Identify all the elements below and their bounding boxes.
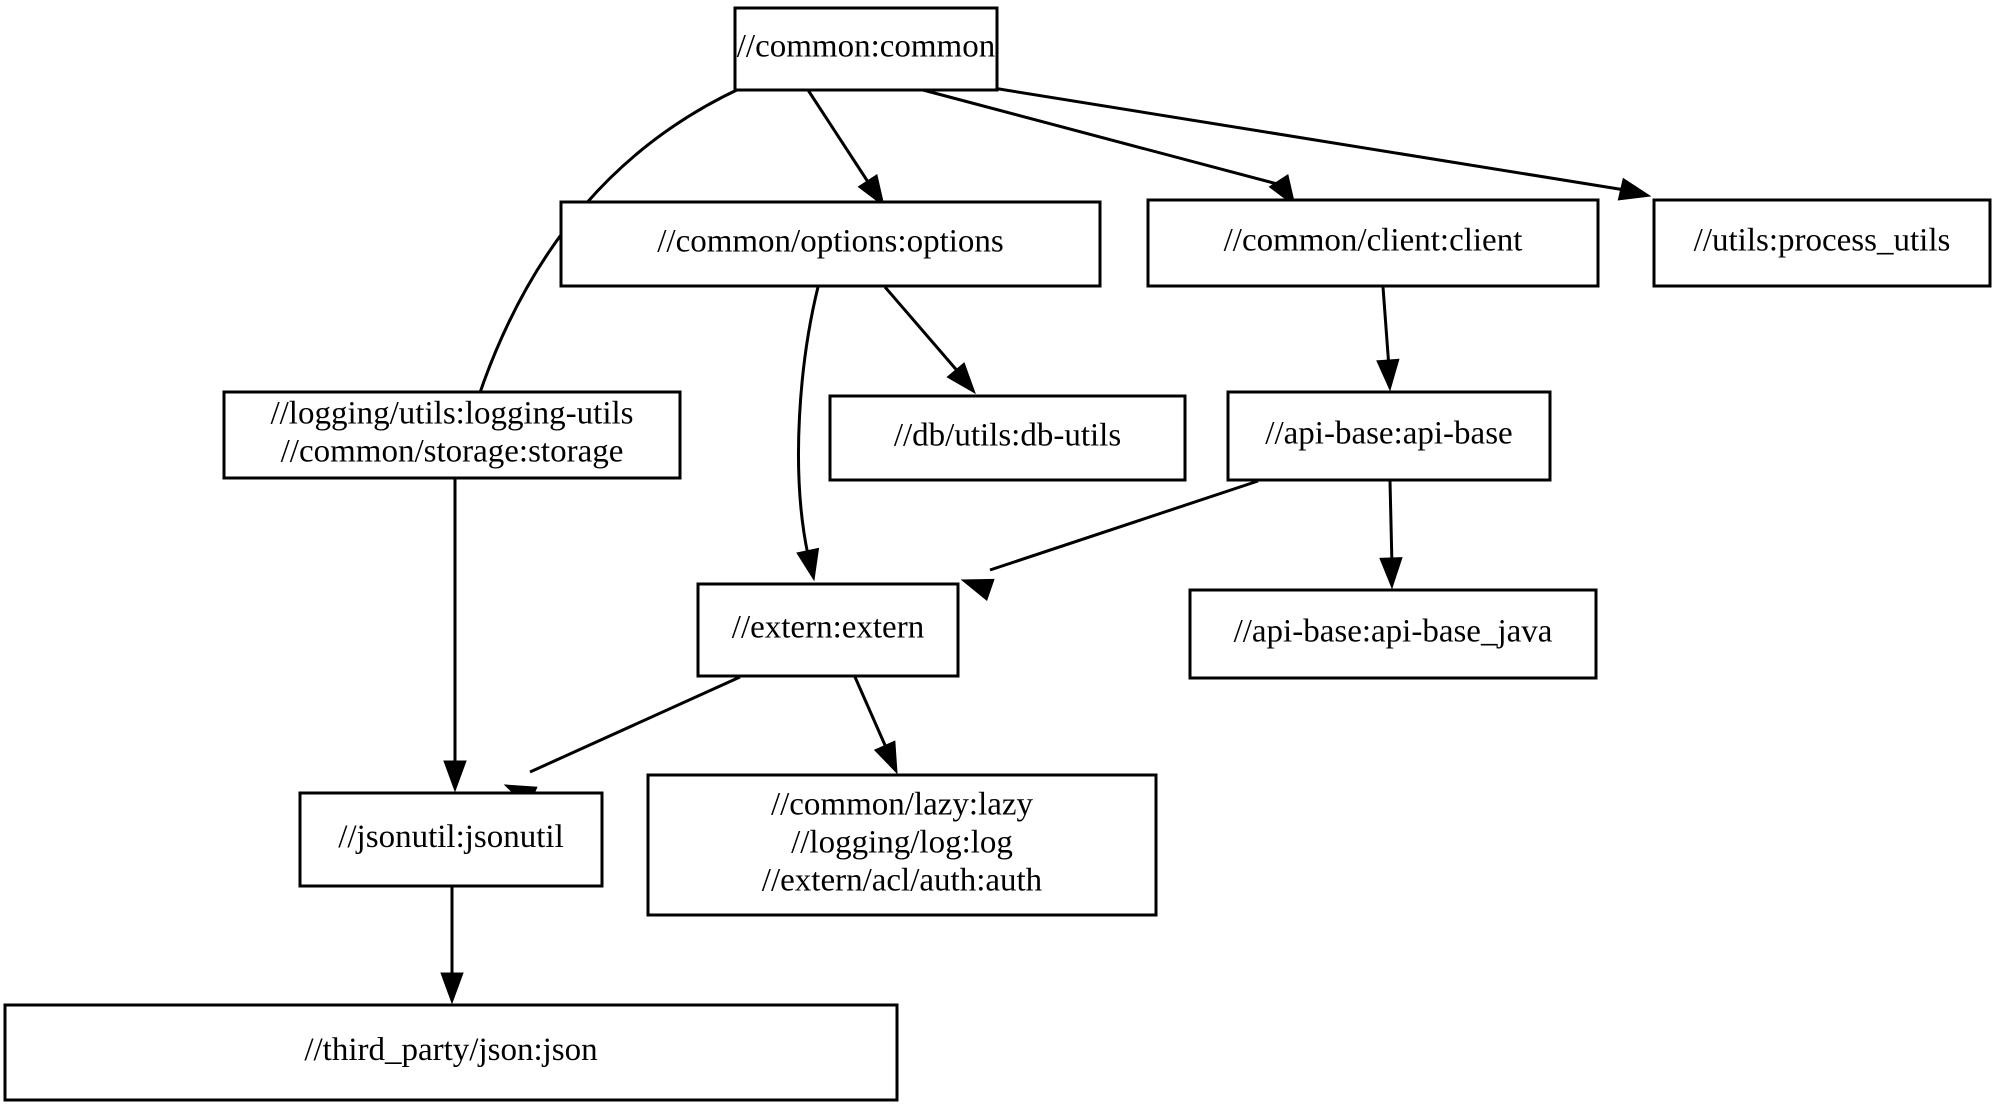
node-box[interactable] [1188,588,1598,680]
node-extern[interactable]: //extern:extern [696,582,960,678]
edge-line [989,479,1259,572]
arrowhead-icon [1268,174,1296,208]
node-label: //api-base:api-base_java [1234,614,1553,650]
node-third_party_json[interactable]: //third_party/json:json [3,1003,899,1102]
edge-common-to-options [806,89,885,208]
arrowhead-icon [443,760,467,793]
edge-line [1381,286,1391,369]
edge-options-to-db-utils [883,286,976,395]
arrowhead-icon [946,362,976,395]
edge-extern-to-lazy [853,676,898,775]
node-box[interactable] [1226,390,1552,482]
arrowhead-icon [873,740,898,775]
node-box[interactable] [1146,198,1600,288]
node-label: //jsonutil:jsonutil [338,819,564,855]
node-label: //logging/utils:logging-utils [270,396,633,432]
node-box[interactable] [733,6,999,92]
node-box[interactable] [559,200,1102,288]
node-box[interactable] [828,394,1187,482]
arrowhead-icon [440,972,464,1005]
arrowhead-icon [857,174,885,208]
edge-common-to-process-utils [992,86,1652,201]
node-api_base_java[interactable]: //api-base:api-base_java [1188,588,1598,680]
edge-jsonutil-to-third-party [440,887,464,1005]
edge-line [806,89,872,186]
node-options[interactable]: //common/options:options [559,200,1102,288]
node-box[interactable] [1652,198,1992,288]
edge-logging-to-jsonutil [443,479,467,793]
node-box[interactable] [646,773,1158,917]
node-jsonutil[interactable]: //jsonutil:jsonutil [298,791,604,888]
arrowhead-icon [1379,557,1403,590]
arrowhead-icon [796,547,820,582]
node-box[interactable] [3,1003,899,1102]
edge-client-to-api-base [1376,286,1400,392]
edge-line [797,286,820,556]
edge-common-to-client [922,88,1296,208]
arrowhead-icon [1617,177,1652,201]
edge-line [883,286,962,375]
node-label: //extern/acl/auth:auth [762,863,1043,899]
edge-line [1388,480,1394,567]
node-lazy_log_auth[interactable]: //common/lazy:lazy//logging/log:log//ext… [646,773,1158,917]
node-label: //api-base:api-base [1265,416,1512,452]
arrowhead-icon [1376,358,1400,392]
node-label: //common/storage:storage [281,434,624,470]
node-common[interactable]: //common:common [733,6,999,92]
node-label: //common/lazy:lazy [771,787,1034,823]
node-box[interactable] [696,582,960,678]
node-process_utils[interactable]: //utils:process_utils [1652,198,1992,288]
node-label: //common/options:options [657,224,1004,260]
node-label: //utils:process_utils [1694,223,1951,259]
node-label: //third_party/json:json [304,1032,597,1068]
node-client[interactable]: //common/client:client [1146,198,1600,288]
node-box[interactable] [222,390,682,480]
edge-line [992,86,1626,192]
edge-line [922,88,1282,187]
edge-api-base-to-api-base-java [1379,480,1403,590]
node-api_base[interactable]: //api-base:api-base [1226,390,1552,482]
node-label: //extern:extern [732,610,924,646]
edge-options-to-extern [796,286,820,582]
node-label: //common/client:client [1224,223,1523,259]
node-label: //logging/log:log [791,825,1013,861]
edges-layer [440,86,1652,1005]
edge-line [529,675,741,774]
edge-line [853,676,890,753]
node-label: //common:common [737,29,995,65]
nodes-layer: //common:common //common/options:options /… [3,6,1992,1102]
node-db_utils[interactable]: //db/utils:db-utils [828,394,1187,482]
node-logging_storage[interactable]: //logging/utils:logging-utils//common/st… [222,390,682,480]
node-box[interactable] [298,791,604,888]
node-label: //db/utils:db-utils [894,418,1121,454]
arrowhead-icon [960,578,995,602]
edge-api-base-to-extern [960,479,1259,602]
